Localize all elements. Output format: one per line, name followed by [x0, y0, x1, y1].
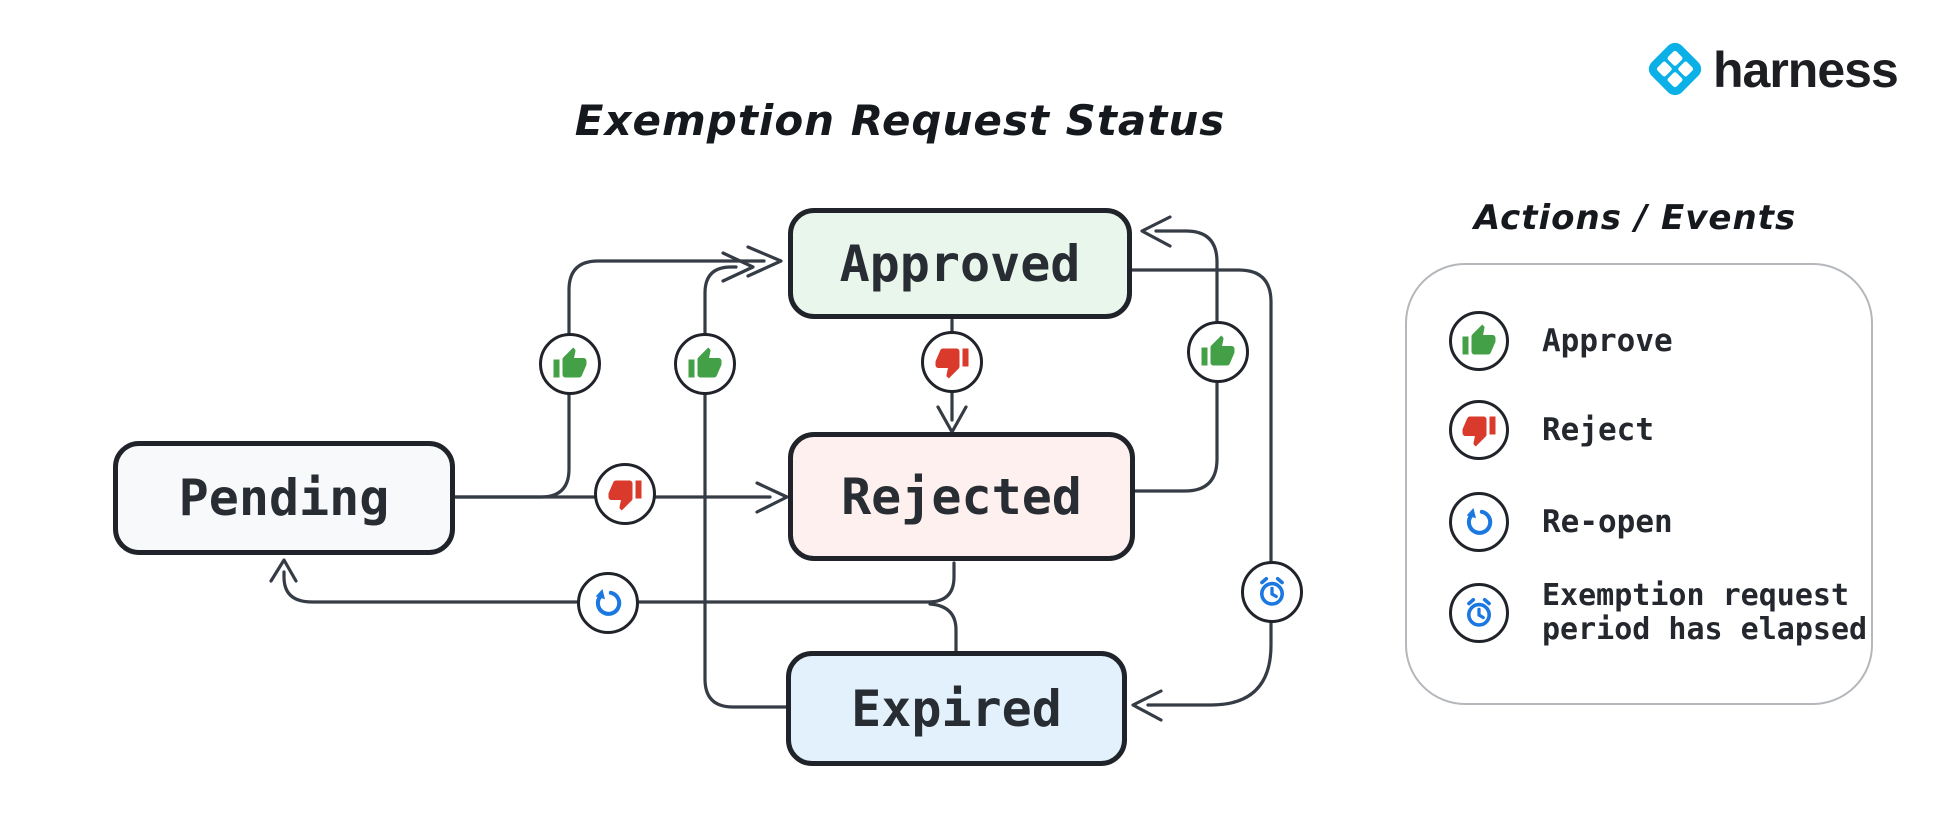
state-box-pending: Pending [113, 441, 455, 555]
legend-item-reject: Reject [1449, 400, 1654, 460]
reject-badge-pending-rejected [594, 463, 656, 525]
approve-badge-pending-approved [539, 333, 601, 395]
edge-pending-approved-arrow [746, 245, 783, 278]
state-label-rejected: Rejected [841, 467, 1082, 526]
brand-name: harness [1713, 42, 1899, 98]
edge-approved-expired-arrow [1131, 689, 1163, 722]
approve-badge-rejected-approved [1187, 321, 1249, 383]
state-label-approved: Approved [839, 234, 1081, 293]
legend-item-label: Exemption request period has elapsed [1542, 578, 1868, 647]
elapsed-badge [1241, 561, 1303, 623]
thumb-up-icon [1461, 323, 1497, 359]
edge-expired-approved-arrow [721, 251, 755, 283]
reopen-icon [590, 585, 626, 621]
legend-title: Actions / Events [1473, 198, 1797, 238]
thumb-up-icon [687, 346, 723, 382]
thumb-up-icon [1200, 334, 1236, 370]
state-box-expired: Expired [786, 651, 1127, 766]
thumb-down-icon [1461, 412, 1497, 448]
thumb-up-icon [552, 346, 588, 382]
page-title: Exemption Request Status [574, 96, 1226, 145]
legend-item-approve: Approve [1449, 311, 1673, 371]
legend-alarm-badge [1449, 583, 1509, 643]
legend-reject-badge [1449, 400, 1509, 460]
edge-approved-expired [1130, 268, 1273, 707]
legend-item-elapsed: Exemption request period has elapsed [1449, 579, 1882, 647]
edge-rejected-approved-arrow [1140, 215, 1172, 248]
legend-item-reopen: Re-open [1449, 492, 1673, 552]
legend-item-label: Approve [1542, 323, 1673, 359]
state-label-expired: Expired [851, 679, 1062, 738]
state-box-rejected: Rejected [788, 432, 1135, 561]
thumb-down-icon [607, 476, 643, 512]
harness-logo-icon [1648, 42, 1702, 96]
edge-expired-pending-merge [928, 602, 958, 653]
legend-panel: Approve Reject Re-open Exemption request… [1405, 263, 1873, 705]
legend-item-label: Reject [1542, 412, 1654, 448]
state-label-pending: Pending [178, 469, 390, 527]
harness-logo: harness [1642, 36, 1899, 102]
reopen-badge [577, 572, 639, 634]
alarm-clock-icon [1461, 595, 1497, 631]
state-box-approved: Approved [788, 208, 1132, 319]
edge-rejected-pending-arrow [269, 558, 298, 583]
legend-reopen-badge [1449, 492, 1509, 552]
reject-badge-approved-rejected [921, 331, 983, 393]
legend-approve-badge [1449, 311, 1509, 371]
edge-expired-approved [703, 265, 792, 709]
thumb-down-icon [934, 344, 970, 380]
edge-pending-rejected-arrow [755, 481, 789, 514]
approve-badge-expired-approved [674, 333, 736, 395]
reopen-icon [1461, 504, 1497, 540]
legend-item-label: Re-open [1542, 504, 1673, 540]
alarm-clock-icon [1254, 574, 1290, 610]
